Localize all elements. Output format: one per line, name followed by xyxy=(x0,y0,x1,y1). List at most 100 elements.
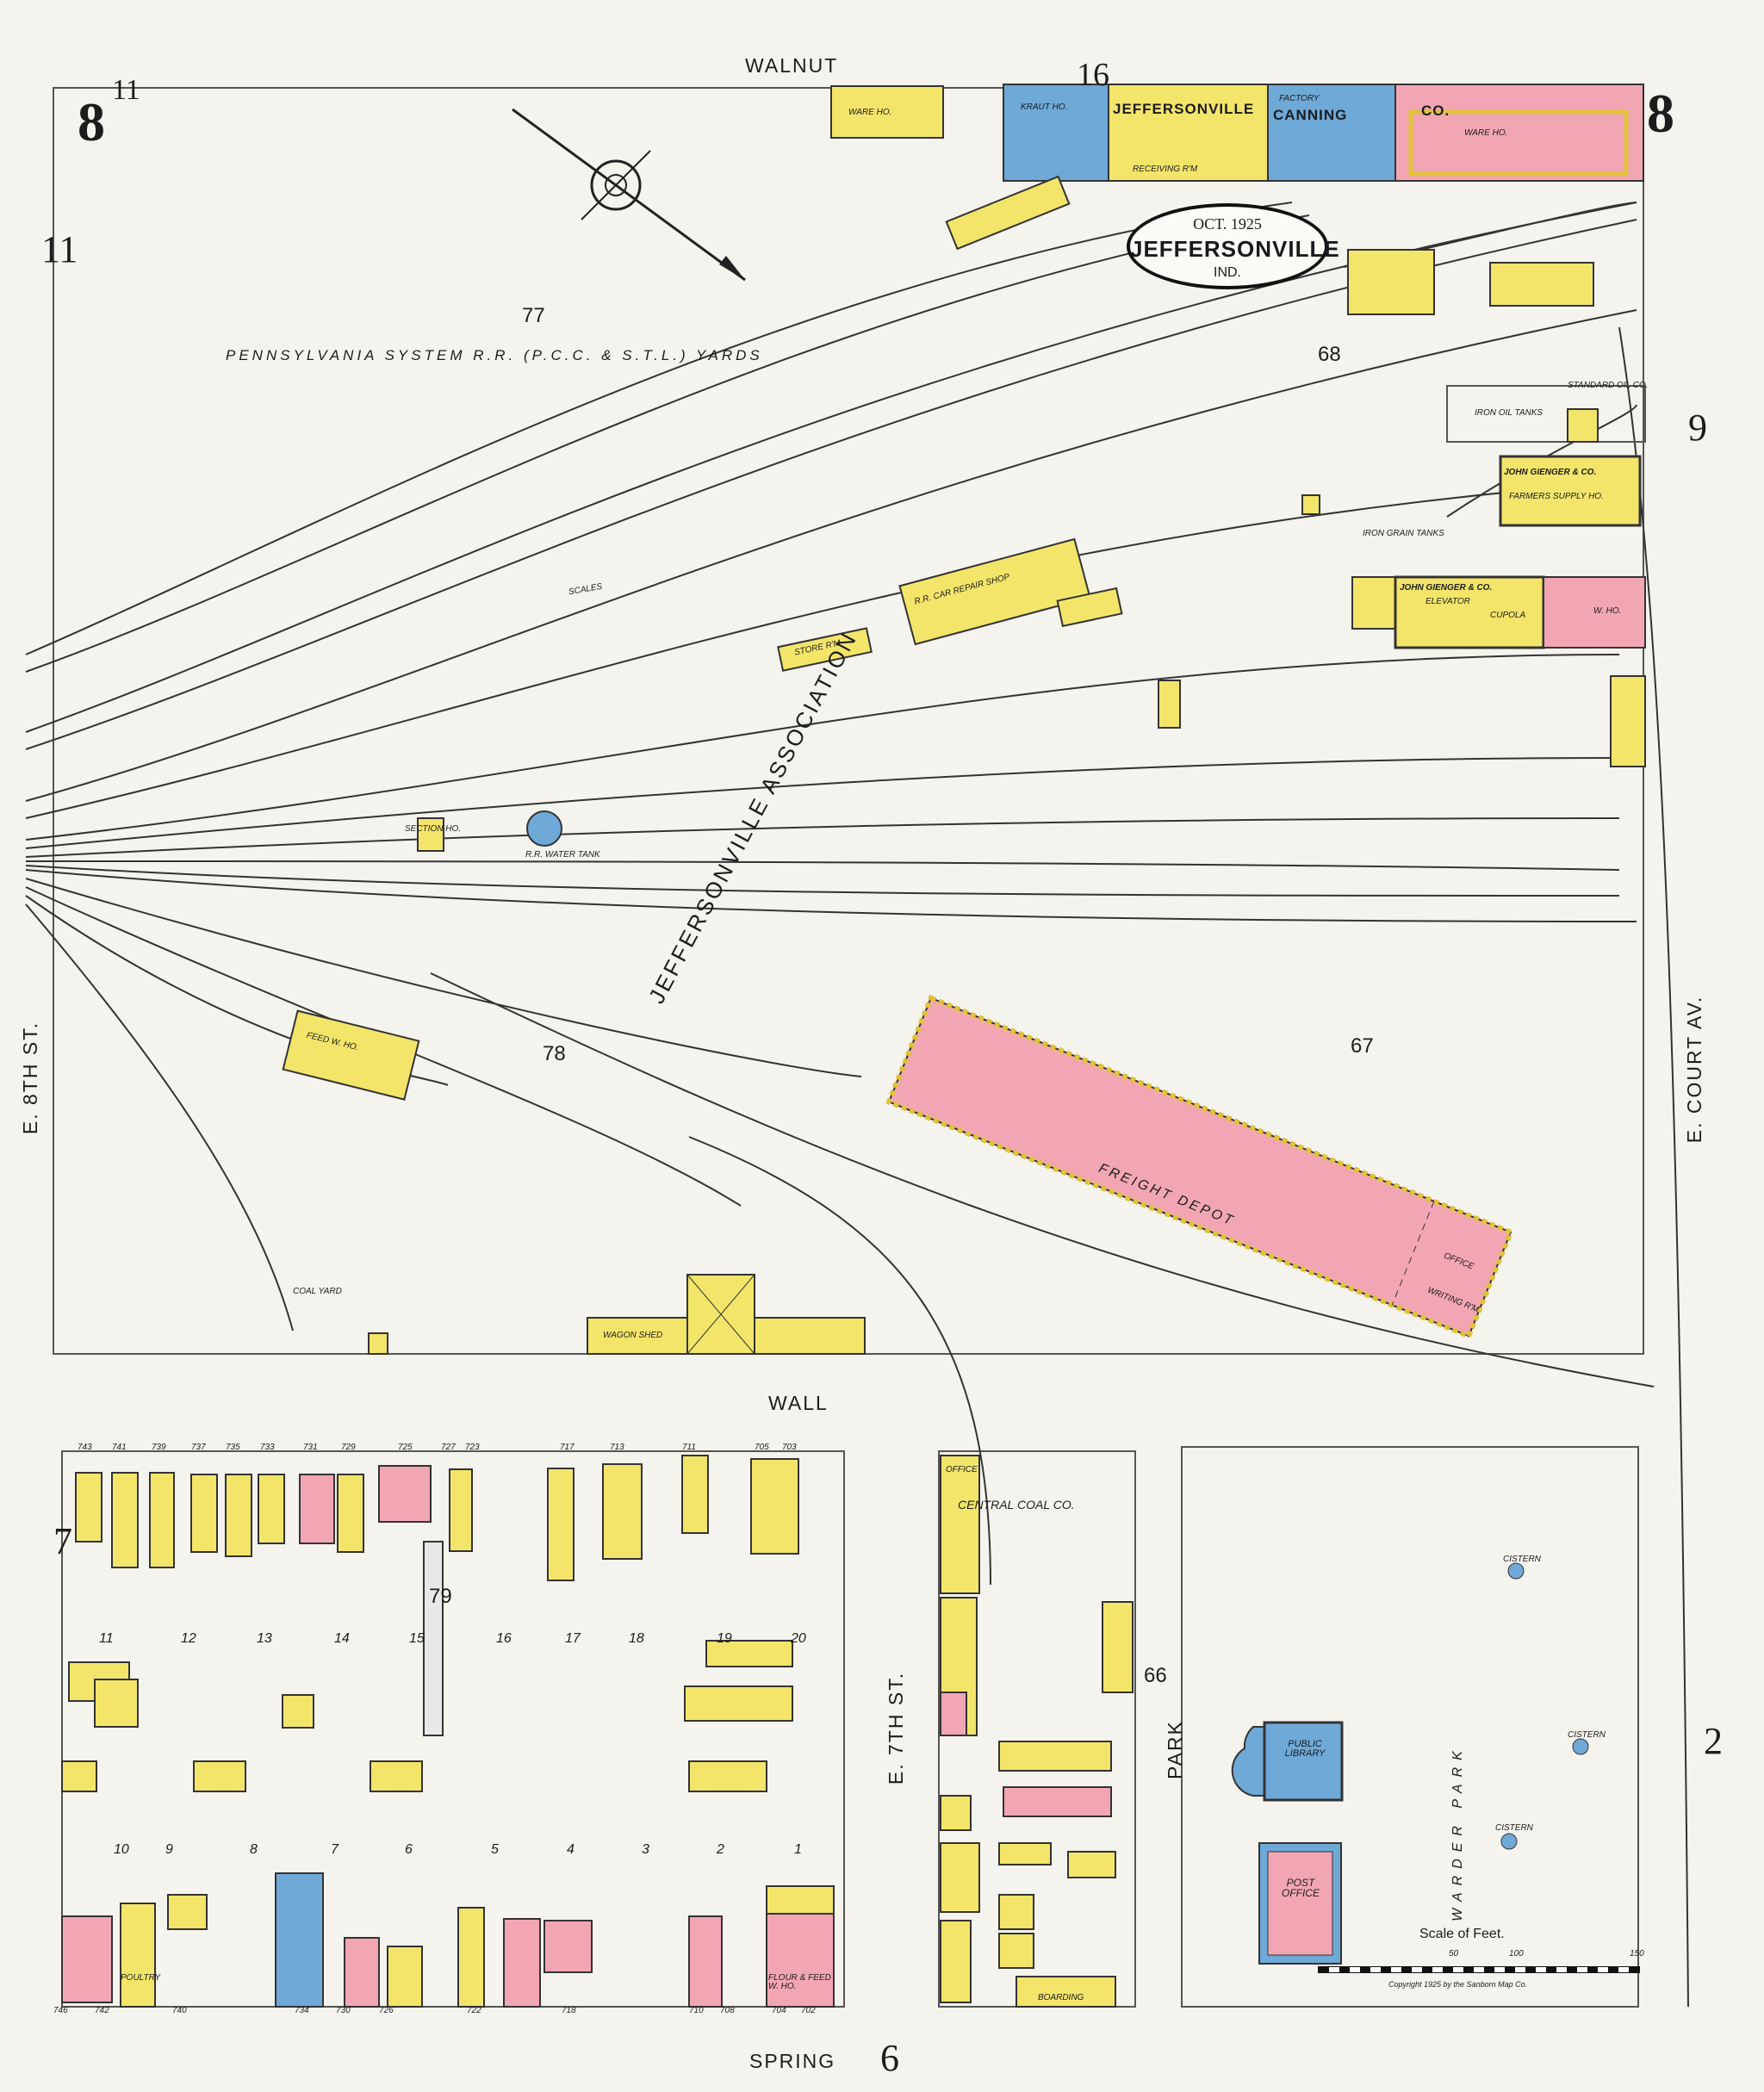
house-number: 746 xyxy=(53,2006,68,2015)
house-number: 713 xyxy=(610,1443,624,1452)
house-number: 16 xyxy=(496,1631,512,1646)
label-canning-mid: CANNING xyxy=(1273,107,1348,123)
label-kraut-ho: KRAUT HO. xyxy=(1021,102,1068,112)
house-number: 4 xyxy=(567,1842,575,1857)
label-flour-feed: FLOUR & FEED W. HO. xyxy=(768,1973,831,1991)
adjacent-sheet-top: 16 xyxy=(1077,57,1109,93)
house-number: 742 xyxy=(95,2006,109,2015)
house-number: 7 xyxy=(331,1842,339,1857)
block-79-houses xyxy=(68,1455,799,1736)
post-office xyxy=(1267,1851,1333,1956)
sheet-number-right: 8 xyxy=(1647,83,1674,144)
house-number: 1 xyxy=(794,1842,802,1857)
house-number: 17 xyxy=(565,1631,581,1646)
label-standard-oil: STANDARD OIL CO. xyxy=(1568,381,1649,390)
water-tank xyxy=(526,810,562,847)
label-grain-tanks: IRON GRAIN TANKS xyxy=(1363,529,1444,538)
map-date: OCT. 1925 xyxy=(1193,215,1262,233)
label-canning-right: CO. xyxy=(1421,102,1450,119)
label-wh: W. HO. xyxy=(1593,606,1622,616)
label-factory: FACTORY xyxy=(1279,94,1320,103)
street-spring: SPRING xyxy=(749,2050,836,2072)
label-coal-office: OFFICE xyxy=(946,1465,978,1474)
adjacent-sheet-left: 11 xyxy=(41,228,78,270)
railroad-title: PENNSYLVANIA SYSTEM R.R. (P.C.C. & S.T.L… xyxy=(226,347,763,363)
label-canning-left: JEFFERSONVILLE xyxy=(1113,101,1255,117)
label-water-tank: R.R. WATER TANK xyxy=(525,850,600,860)
scale-tick: 100 xyxy=(1509,1949,1524,1959)
house-number: 703 xyxy=(782,1443,797,1452)
house-number: 9 xyxy=(165,1842,173,1857)
house-number: 711 xyxy=(682,1443,696,1452)
house-number: 727 xyxy=(441,1443,456,1452)
label-gienger-1: JOHN GIENGER & CO. xyxy=(1504,468,1597,477)
gienger-farmers-supply xyxy=(1499,455,1642,527)
label-poultry: POULTRY xyxy=(121,1973,161,1983)
house-number: 722 xyxy=(467,2006,481,2015)
map-city: JEFFERSONVILLE xyxy=(1130,236,1340,262)
block-79-outline xyxy=(61,1450,845,2008)
house-number: 741 xyxy=(112,1443,127,1452)
house-number: 730 xyxy=(336,2006,351,2015)
canning-factory xyxy=(1267,84,1396,182)
bldg-ne-1 xyxy=(1347,249,1435,315)
house-number: 14 xyxy=(334,1631,350,1646)
compass-rose-icon xyxy=(512,108,746,282)
block-number: 68 xyxy=(1318,343,1341,366)
gienger-wh xyxy=(1543,576,1646,649)
label-iron-oil-tanks: IRON OIL TANKS xyxy=(1475,408,1544,418)
house-number: 740 xyxy=(172,2006,187,2015)
scale-bar xyxy=(1318,1966,1640,1973)
label-gienger-2: JOHN GIENGER & CO. xyxy=(1400,583,1493,593)
house-number: 743 xyxy=(78,1443,92,1452)
copyright: Copyright 1925 by the Sanborn Map Co. xyxy=(1388,1980,1528,1989)
house-number: 726 xyxy=(379,2006,394,2015)
label-farmers-supply: FARMERS SUPPLY HO. xyxy=(1509,492,1604,501)
house-number: 708 xyxy=(720,2006,735,2015)
house-number: 737 xyxy=(191,1443,206,1452)
block-number: 79 xyxy=(429,1585,452,1608)
house-number: 705 xyxy=(755,1443,769,1452)
house-number: 729 xyxy=(341,1443,356,1452)
label-central-coal: CENTRAL COAL CO. xyxy=(958,1498,1075,1512)
store-room xyxy=(777,627,873,672)
label-cistern: CISTERN xyxy=(1495,1823,1533,1833)
map-state: IND. xyxy=(1214,265,1241,280)
house-number: 718 xyxy=(562,2006,576,2015)
label-ware-ho-1: WARE HO. xyxy=(848,108,892,117)
scale-label: Scale of Feet. xyxy=(1419,1927,1505,1941)
house-number: 723 xyxy=(465,1443,480,1452)
scale-tick: 150 xyxy=(1630,1949,1644,1959)
label-boarding: BOARDING xyxy=(1038,1993,1084,2002)
house-number: 731 xyxy=(303,1443,318,1452)
label-cupola: CUPOLA xyxy=(1490,611,1526,620)
feed-warehouse xyxy=(282,1009,420,1101)
label-section-ho: SECTION HO. xyxy=(405,824,462,834)
house-number: 710 xyxy=(689,2006,704,2015)
house-number: 12 xyxy=(181,1631,196,1646)
house-number: 15 xyxy=(409,1631,425,1646)
label-warder-park: WARDER PARK xyxy=(1450,1744,1465,1921)
date-cartouche: OCT. 1925 JEFFERSONVILLE IND. xyxy=(1127,203,1340,289)
scale-tick: 50 xyxy=(1449,1949,1459,1959)
block-number: 66 xyxy=(1144,1664,1167,1687)
kraut-house xyxy=(1003,84,1109,182)
block-number: 67 xyxy=(1351,1034,1374,1058)
house-number: 733 xyxy=(260,1443,275,1452)
house-number: 735 xyxy=(226,1443,240,1452)
label-cistern: CISTERN xyxy=(1503,1555,1541,1564)
label-public-library: PUBLIC LIBRARY xyxy=(1284,1739,1326,1759)
house-number: 704 xyxy=(772,2006,786,2015)
gienger-elevator xyxy=(1394,575,1545,649)
house-number: 725 xyxy=(398,1443,413,1452)
section-house xyxy=(417,817,444,852)
house-number: 13 xyxy=(257,1631,272,1646)
label-ware-ho-2: WARE HO. xyxy=(1464,128,1508,138)
bldg-ne-2 xyxy=(1489,262,1594,307)
public-library xyxy=(1263,1721,1344,1802)
house-number: 18 xyxy=(629,1631,644,1646)
house-number: 734 xyxy=(295,2006,309,2015)
freight-depot xyxy=(885,994,1514,1340)
house-number: 8 xyxy=(250,1842,258,1857)
street-walnut: WALNUT xyxy=(745,54,839,77)
